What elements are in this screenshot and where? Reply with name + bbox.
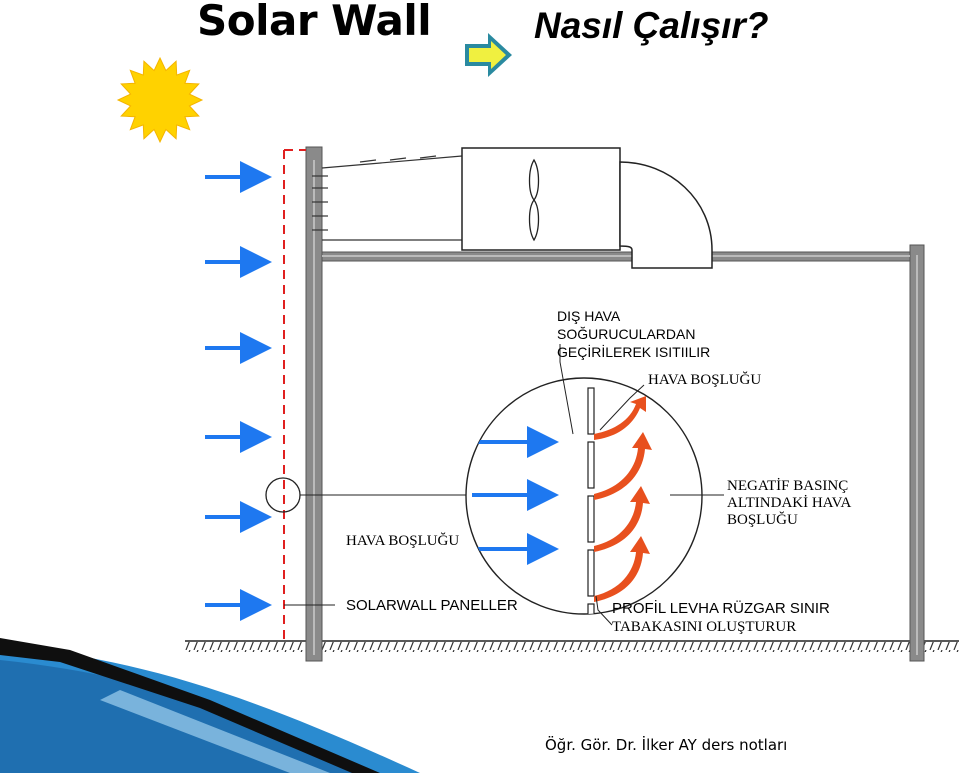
label-outside-air-1: DIŞ HAVA (557, 308, 621, 324)
title-subtitle: Nasıl Çalışır? (534, 5, 769, 46)
ground (185, 640, 959, 652)
label-outside-air-3: GEÇİRİLEREK ISITIILIR (557, 344, 711, 360)
detail-circle (465, 377, 703, 615)
duct-elbow (619, 161, 713, 269)
title-main: Solar Wall (197, 0, 432, 45)
label-air-gap-left: HAVA BOŞLUĞU (346, 533, 460, 549)
label-solarwall-panels: SOLARWALL PANELLER (346, 597, 518, 614)
intake-louvres (312, 155, 463, 241)
label-air-gap-top: HAVA BOŞLUĞU (648, 372, 762, 388)
decorative-sweep (0, 638, 420, 773)
label-profile-sheet-1: PROFİL LEVHA RÜZGAR SINIR (612, 600, 830, 617)
label-negative-pressure-2: ALTINDAKİ HAVA (727, 495, 852, 511)
sun-icon (116, 56, 204, 144)
fan-housing (461, 147, 621, 251)
label-profile-sheet-2: TABAKASINI OLUŞTURUR (612, 619, 797, 635)
label-outside-air-2: SOĞURUCULARDAN (557, 326, 696, 342)
label-negative-pressure-1: NEGATİF BASINÇ (727, 478, 849, 494)
leader-lines (284, 344, 724, 626)
label-negative-pressure-3: BOŞLUĞU (727, 512, 798, 528)
outside-air-arrows (205, 161, 272, 621)
footer-credit: Öğr. Gör. Dr. İlker AY ders notları (545, 736, 788, 754)
right-arrow-icon (465, 33, 512, 77)
fan-icon (528, 158, 540, 242)
